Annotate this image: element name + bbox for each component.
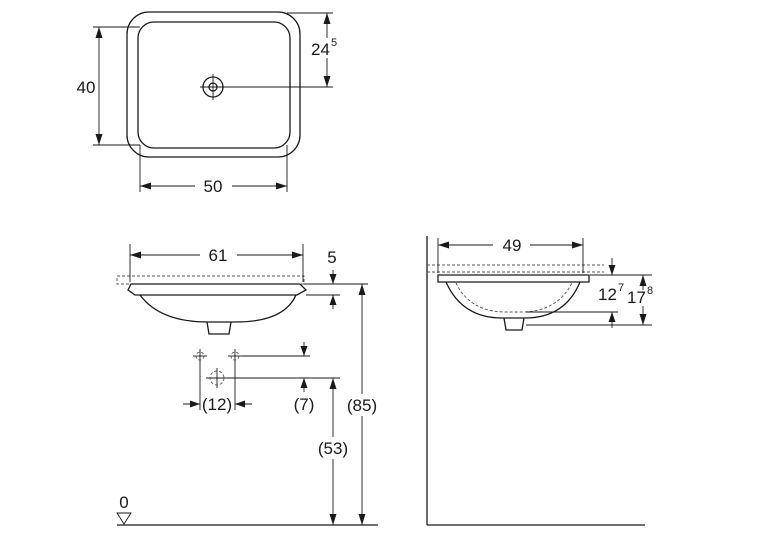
tap-marker-right [228,349,242,363]
front-basin-bowl [139,294,297,323]
drain-offset-label: 24 [311,40,330,59]
top-outer-rim [126,11,301,158]
tap-marker-left [193,349,207,363]
top-view: 40 50 24 5 [77,11,344,196]
inner-depth-label: 12 [598,285,617,304]
top-width-label: 50 [204,177,223,196]
countertop-dashed [116,275,305,285]
front-drain [206,321,232,335]
side-basin-rim [437,274,590,283]
tap-marker-center [206,368,228,388]
rim-height-label: (85) [347,396,377,415]
front-width-label: 61 [209,246,228,265]
side-view: 49 12 7 17 8 [426,236,660,526]
drain-height-label: (53) [318,439,348,458]
total-depth-label: 17 [627,288,646,307]
front-basin-rim [127,283,308,296]
rim-thickness-label: 5 [327,248,336,267]
drain-offset-sup: 5 [331,37,337,49]
side-basin-bowl [445,281,581,319]
tap-spacing-label: (12) [202,395,232,414]
tap-offset-label: (7) [294,395,315,414]
total-depth-sup: 8 [647,285,653,297]
top-height-label: 40 [77,78,96,97]
floor-label: 0 [119,493,128,512]
inner-depth-sup: 7 [618,282,624,294]
side-width-label: 49 [503,236,522,255]
top-inner-bowl [137,21,291,149]
floor-datum-icon [116,512,132,525]
front-view: 61 5 (12) [116,244,382,526]
side-drain [503,317,525,331]
